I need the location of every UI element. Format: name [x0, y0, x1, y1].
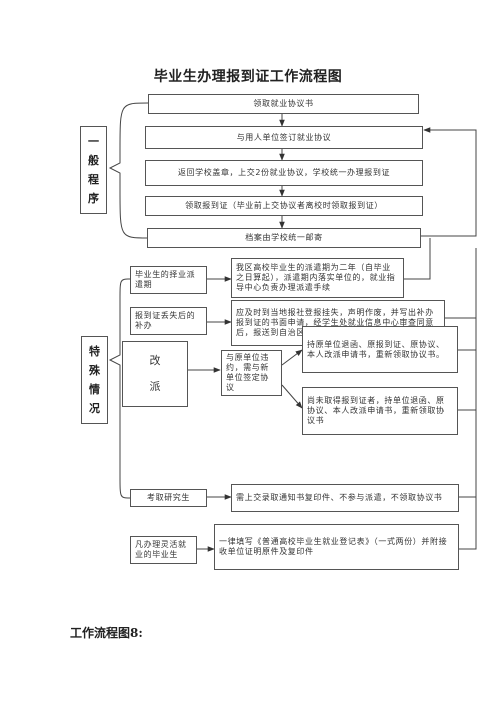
step-sign-agreement: 与用人单位签订就业协议 — [145, 126, 423, 149]
case-reassign-label: 改派 — [122, 341, 188, 407]
case-grad-school-desc: 需上交录取通知书复印件、不参与派遣，不领取协议书 — [231, 484, 459, 512]
page-title: 毕业生办理报到证工作流程图 — [153, 69, 343, 85]
step-receive-certificate: 领取报到证（毕业前上交协议者离校时领取报到证） — [145, 196, 423, 216]
case-reassign-option-b: 尚未取得报到证者，持单位退函、原协议、本人改派申请书，重新领取协议书 — [302, 387, 458, 435]
step-return-school: 返回学校盖章，上交2份就业协议，学校统一办理报到证 — [145, 160, 423, 186]
case-expired-desc: 我区高校毕业生的派遣期为二年（自毕业之日算起），派遣期内落实单位的，就业指导中心… — [231, 258, 404, 298]
case-reassign-option-a: 持原单位退函、原报到证、原协议、本人改派申请书，重新领取协议书。 — [302, 326, 458, 373]
footer-caption: 工作流程图8: — [70, 626, 143, 640]
case-lost-label: 报到证丢失后的补办 — [130, 307, 207, 335]
case-reassign-middle: 与原单位违约，需与新单位签定协议 — [221, 350, 282, 396]
step-get-agreement: 领取就业协议书 — [148, 94, 419, 114]
case-flexible-desc: 一律填写《普通高校毕业生就业登记表》（一式两份）并附接收单位证明原件及复印件 — [214, 524, 459, 570]
case-flexible-label: 凡办理灵活就业的毕业生 — [130, 536, 197, 564]
step-archive-mail: 档案由学校统一邮寄 — [147, 228, 421, 248]
special-cases-label: 特殊情况 — [81, 336, 108, 424]
general-procedure-label: 一般程序 — [80, 126, 107, 214]
case-grad-school-label: 考取研究生 — [130, 489, 207, 507]
case-expired-label: 毕业生的择业派遣期 — [130, 266, 207, 294]
